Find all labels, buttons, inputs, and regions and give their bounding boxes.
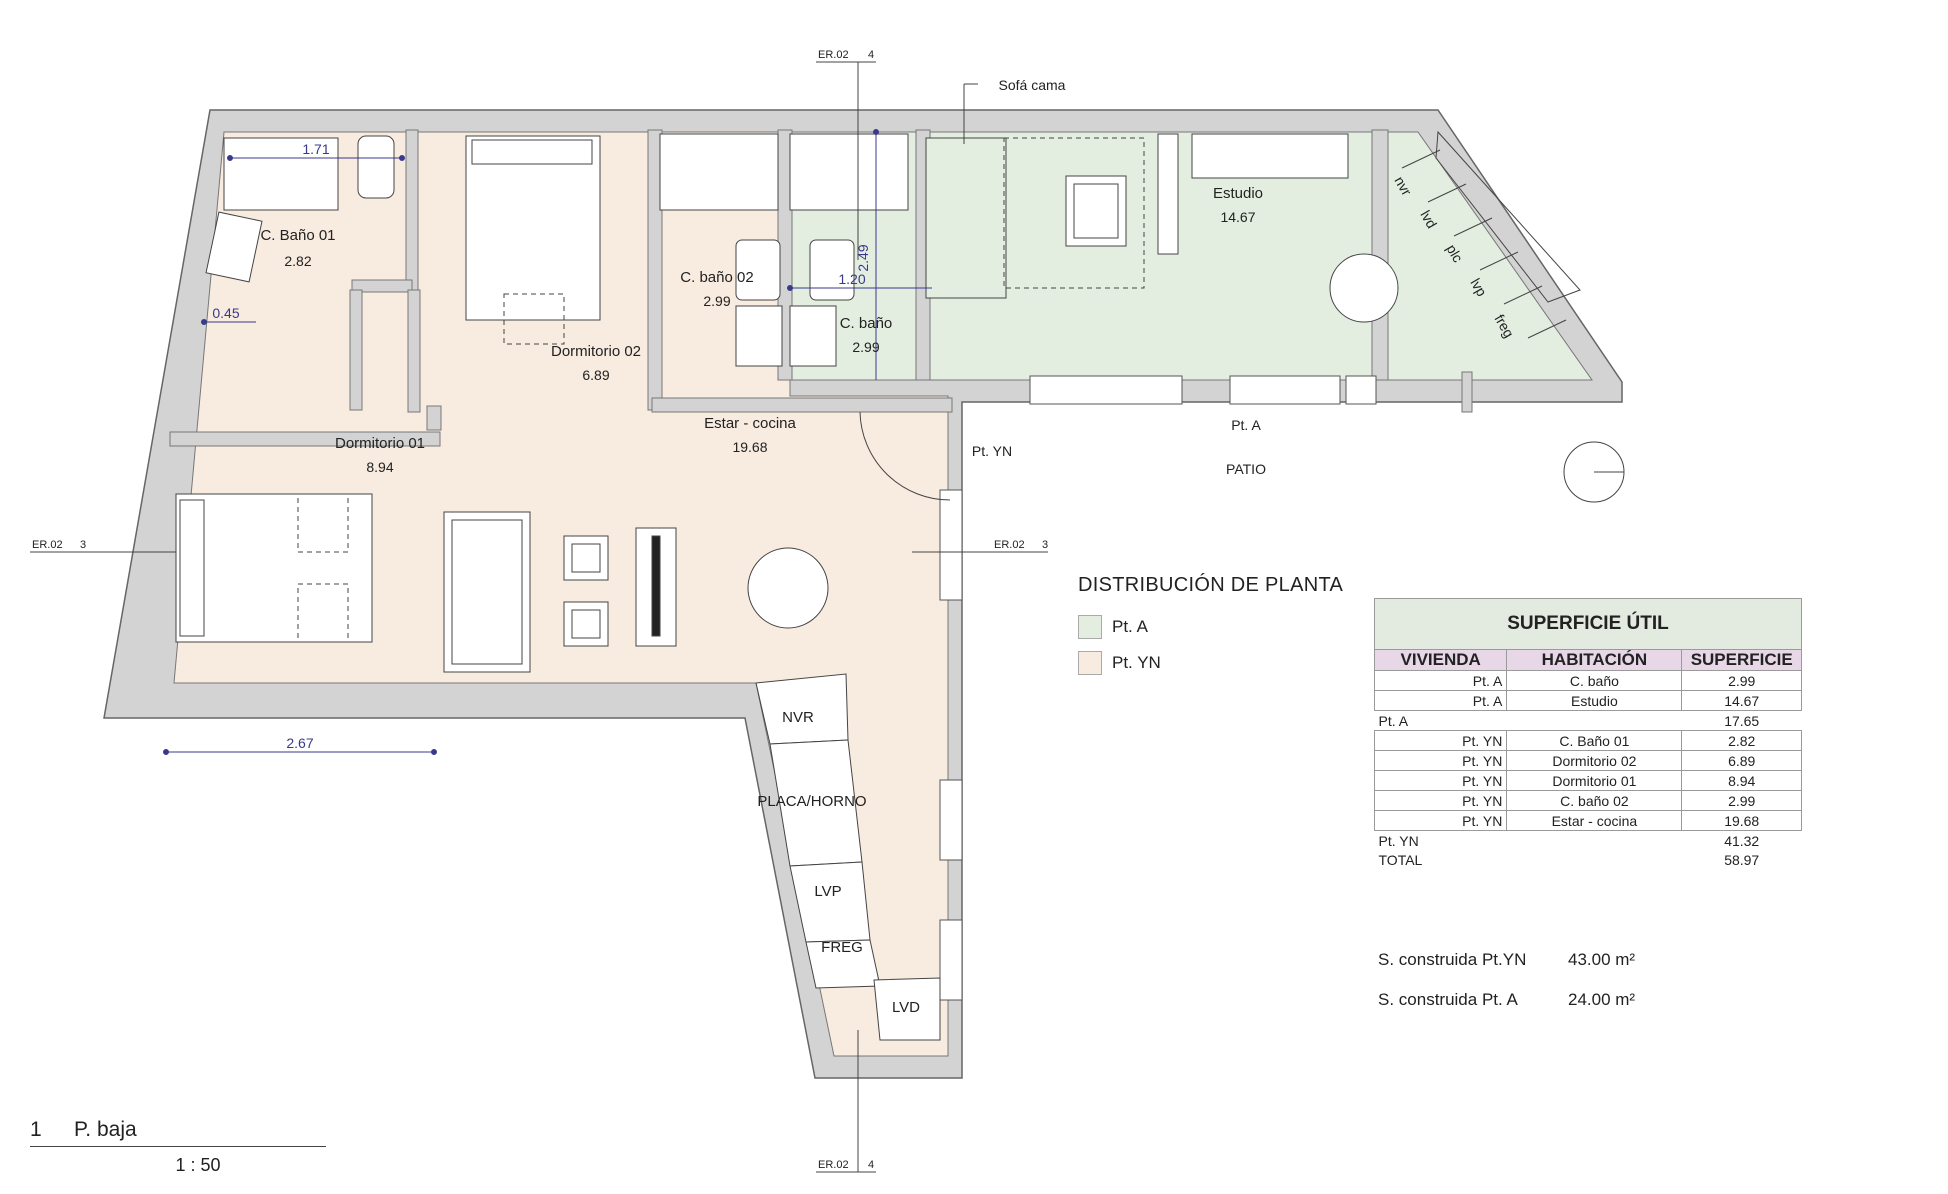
- built-row: S. construida Pt. A 24.00 m²: [1378, 990, 1636, 1009]
- section-marks: [30, 61, 1048, 1173]
- svg-text:2.82: 2.82: [284, 253, 311, 269]
- drawing-scale: 1 : 50: [175, 1155, 221, 1175]
- misc-labels: Sofá cama Pt. A Pt. YN PATIO: [972, 77, 1266, 477]
- svg-text:Sofá cama: Sofá cama: [999, 77, 1066, 93]
- studio-storage: [1401, 149, 1567, 339]
- svg-text:2.67: 2.67: [286, 735, 313, 751]
- svg-text:C. baño: C. baño: [840, 315, 893, 332]
- legend-item-pt-a: Pt. A: [1078, 615, 1378, 639]
- north-arrow-icon: [1563, 441, 1625, 503]
- svg-text:0.45: 0.45: [212, 305, 239, 321]
- col-header: SUPERFICIE: [1681, 649, 1802, 671]
- surface-title: SUPERFICIE ÚTIL: [1374, 598, 1802, 650]
- room-labels: C. Baño 01 2.82 Dormitorio 02 6.89 C. ba…: [260, 185, 1263, 475]
- drawing-number: 1: [30, 1118, 42, 1141]
- living-furniture: [443, 133, 951, 673]
- fixture-labels: NVR PLACA/HORNO LVP FREG LVD nvr lvd plc…: [757, 174, 1517, 1017]
- svg-text:C. Baño 01: C. Baño 01: [260, 227, 335, 244]
- svg-text:2.49: 2.49: [855, 244, 871, 271]
- legend-title: DISTRIBUCIÓN DE PLANTA: [1078, 574, 1344, 596]
- svg-text:LVD: LVD: [892, 999, 920, 1016]
- svg-text:C. baño 02: C. baño 02: [680, 269, 753, 286]
- svg-text:4: 4: [868, 49, 874, 61]
- svg-text:PLACA/HORNO: PLACA/HORNO: [757, 793, 866, 810]
- svg-text:Pt. YN: Pt. YN: [972, 443, 1012, 459]
- svg-text:19.68: 19.68: [732, 439, 767, 455]
- svg-text:plc: plc: [1443, 242, 1466, 266]
- svg-text:Dormitorio 01: Dormitorio 01: [335, 435, 425, 452]
- built-surfaces: S. construida Pt.YN 43.00 m² S. construi…: [1378, 950, 1635, 1030]
- svg-text:3: 3: [80, 539, 86, 551]
- svg-text:14.67: 14.67: [1220, 209, 1255, 225]
- legend-item-pt-yn: Pt. YN: [1078, 651, 1378, 675]
- svg-text:4: 4: [868, 1159, 874, 1171]
- svg-text:2.99: 2.99: [852, 339, 879, 355]
- table-row: Pt. YN C. baño 02 2.99: [1373, 790, 1802, 811]
- studio-furniture: [925, 130, 1581, 323]
- svg-text:2.99: 2.99: [703, 293, 730, 309]
- svg-text:FREG: FREG: [821, 939, 863, 956]
- total-row: TOTAL 58.97: [1378, 851, 1760, 868]
- built-row: S. construida Pt.YN 43.00 m²: [1378, 950, 1636, 969]
- drawing-name: P. baja: [74, 1118, 137, 1141]
- svg-text:Estudio: Estudio: [1213, 185, 1263, 202]
- table-row: Pt. YN Estar - cocina 19.68: [1373, 810, 1802, 831]
- table-row: Pt. A Estudio 14.67: [1373, 690, 1802, 711]
- svg-text:Pt. A: Pt. A: [1231, 417, 1261, 433]
- svg-text:ER.02: ER.02: [818, 1159, 849, 1171]
- surface-table: SUPERFICIE ÚTIL VIVIENDA HABITACIÓN SUPE…: [1373, 598, 1802, 869]
- subtotal-row: Pt. A 17.65: [1378, 712, 1760, 729]
- drawing-title-block: 1 P. baja 1 : 50: [30, 1118, 326, 1176]
- legend-swatch: [1078, 615, 1102, 639]
- svg-text:1.20: 1.20: [838, 271, 865, 287]
- windows: [939, 375, 1377, 1001]
- svg-text:Estar - cocina: Estar - cocina: [704, 415, 796, 432]
- col-header: VIVIENDA: [1373, 649, 1508, 671]
- svg-text:ER.02: ER.02: [818, 49, 849, 61]
- table-row: Pt. A C. baño 2.99: [1373, 670, 1802, 691]
- col-header: HABITACIÓN: [1506, 649, 1683, 671]
- svg-text:PATIO: PATIO: [1226, 461, 1266, 477]
- svg-text:LVP: LVP: [814, 883, 841, 900]
- legend-swatch: [1078, 651, 1102, 675]
- svg-text:lvd: lvd: [1417, 208, 1440, 232]
- svg-text:lvp: lvp: [1467, 276, 1490, 300]
- dimension-lines: [163, 129, 932, 755]
- svg-text:NVR: NVR: [782, 709, 814, 726]
- svg-text:ER.02: ER.02: [32, 539, 63, 551]
- table-row: Pt. YN Dormitorio 01 8.94: [1373, 770, 1802, 791]
- legend-label: Pt. YN: [1112, 653, 1161, 672]
- section-labels: ER.02 4 ER.02 3 ER.02 3 ER.02 4: [32, 49, 1048, 1171]
- kitchen-counter: [755, 673, 941, 1041]
- svg-text:8.94: 8.94: [366, 459, 393, 475]
- svg-text:3: 3: [1042, 539, 1048, 551]
- svg-text:1.71: 1.71: [302, 141, 329, 157]
- svg-text:ER.02: ER.02: [994, 539, 1025, 551]
- subtotal-row: Pt. YN 41.32: [1378, 832, 1760, 849]
- table-row: Pt. YN C. Baño 01 2.82: [1373, 730, 1802, 751]
- plan-legend: DISTRIBUCIÓN DE PLANTA Pt. A Pt. YN: [1078, 574, 1378, 687]
- svg-text:Dormitorio 02: Dormitorio 02: [551, 343, 641, 360]
- legend-label: Pt. A: [1112, 617, 1148, 636]
- table-row: Pt. YN Dormitorio 02 6.89: [1373, 750, 1802, 771]
- svg-text:6.89: 6.89: [582, 367, 609, 383]
- bedroom-furniture: [175, 135, 601, 643]
- dimension-values: 1.71 0.45 2.49 1.20 2.67: [212, 141, 871, 751]
